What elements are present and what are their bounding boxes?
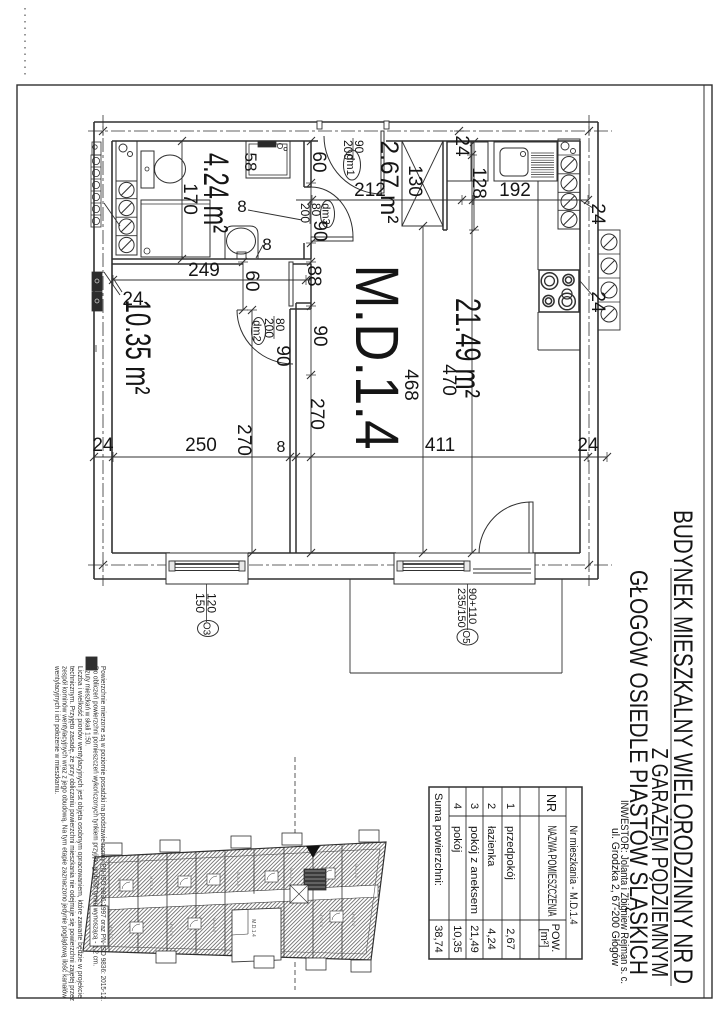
svg-text:2: 2 [485,803,497,809]
svg-text:dm1: dm1 [344,154,356,175]
svg-text:M.D.1.1: M.D.1.1 [354,864,359,879]
svg-text:2.67 m²: 2.67 m² [375,141,403,224]
svg-text:270: 270 [306,398,327,430]
svg-text:Do obliczeń powierzchni pomies: Do obliczeń powierzchni pomieszczeń wyko… [91,666,100,966]
svg-text:M.D.1.5: M.D.1.5 [212,918,217,933]
svg-text:1: 1 [504,803,516,809]
svg-text:411: 411 [425,435,455,456]
svg-text:przedpokój: przedpokój [504,826,516,880]
svg-text:Z GARAŻEM PODZIEMNYM: Z GARAŻEM PODZIEMNYM [647,748,673,977]
svg-text:łazienka: łazienka [485,826,497,867]
svg-text:2,67: 2,67 [504,928,516,949]
svg-text:21,49: 21,49 [468,925,480,953]
svg-text:NAZWA POMIESZCZENIA: NAZWA POMIESZCZENIA [545,826,559,917]
svg-text:GŁOGÓW OSIEDLE PIASTÓW ŚLĄSKIC: GŁOGÓW OSIEDLE PIASTÓW ŚLĄSKICH [624,570,654,975]
svg-text:Liczba i wielkość pionów wenty: Liczba i wielkość pionów wentylacyjnych … [76,666,85,998]
svg-text:M.D.1.4: M.D.1.4 [250,919,256,937]
svg-text:60: 60 [308,151,329,172]
svg-text:pokój: pokój [451,826,463,852]
svg-text:M.D.1.6: M.D.1.6 [169,922,174,937]
svg-text:88: 88 [303,265,324,286]
svg-text:470: 470 [438,364,459,396]
svg-text:8: 8 [277,439,286,456]
svg-text:200: 200 [341,140,355,160]
svg-text:M.D.1.9: M.D.1.9 [236,872,241,887]
svg-text:90+110: 90+110 [466,588,478,624]
svg-text:10.35 m²: 10.35 m² [118,300,157,395]
svg-text:212: 212 [354,180,386,201]
svg-text:250: 250 [185,435,217,456]
svg-text:M.D.1.4: M.D.1.4 [343,265,411,450]
svg-text:8: 8 [237,197,246,216]
svg-text:M.D.1.2: M.D.1.2 [351,912,356,927]
svg-text:Suma powierzchni:: Suma powierzchni: [432,793,444,886]
svg-text:80: 80 [309,203,323,217]
svg-text:M.D.1.3: M.D.1.3 [319,913,324,928]
svg-text:38,74: 38,74 [432,925,444,953]
svg-text:90: 90 [272,345,293,366]
svg-text:4,24: 4,24 [485,928,497,949]
svg-text:24: 24 [451,135,472,157]
svg-text:60: 60 [241,270,262,291]
svg-text:192: 192 [499,180,531,201]
svg-text:10,35: 10,35 [451,925,463,953]
svg-text:M.D.1.7: M.D.1.7 [289,868,294,883]
svg-text:150: 150 [193,593,207,613]
svg-text:[m²]: [m²] [538,929,550,948]
svg-text:dm2: dm2 [251,320,263,341]
svg-text:249: 249 [188,260,220,281]
svg-text:O5: O5 [460,630,471,644]
svg-text:wentylacyjnych i ich położenie: wentylacyjnych i ich położenie w mieszka… [53,665,62,794]
svg-text:120: 120 [205,593,219,613]
svg-text:4: 4 [451,803,463,809]
svg-text:80: 80 [273,318,287,332]
svg-text:58: 58 [241,153,260,172]
svg-text:M.D.1.7: M.D.1.7 [109,925,114,940]
svg-text:235/150: 235/150 [455,588,467,628]
svg-text:M.D.1.6: M.D.1.6 [149,876,154,891]
svg-text:technicznym. Przyjęto zasadę,: technicznym. Przyjęto zasadę, że przy ob… [68,666,77,1001]
svg-text:200: 200 [298,203,312,223]
svg-text:BUDYNEK MIESZKALNY WIELORODZIN: BUDYNEK MIESZKALNY WIELORODZINNY NR D [668,510,698,984]
svg-text:Nr mieszkania - M.D.1.4: Nr mieszkania - M.D.1.4 [567,826,579,925]
svg-text:24: 24 [587,203,608,225]
svg-text:zespół kominów wentylacyjnych: zespół kominów wentylacyjnych wraz z jeg… [61,666,70,999]
svg-text:90: 90 [352,140,366,154]
svg-text:INWESTOR: Jolanta i Zbigniew: INWESTOR: Jolanta i Zbigniew Rejman s. c… [618,800,630,984]
svg-text:pokój z aneksem: pokój z aneksem [468,826,480,914]
svg-text:130: 130 [404,165,425,197]
svg-text:ul. Grodzka 2, 67-200 Głogów: ul. Grodzka 2, 67-200 Głogów [609,828,621,966]
svg-text:128: 128 [468,167,489,199]
svg-text:270: 270 [233,424,254,456]
svg-text:170: 170 [179,183,200,215]
svg-text:POW.: POW. [549,924,561,953]
svg-text:90: 90 [309,220,330,241]
svg-text:8: 8 [262,235,271,254]
svg-text:M.D.1.8: M.D.1.8 [117,878,122,893]
svg-text:24: 24 [122,289,144,310]
svg-text:90: 90 [309,325,330,346]
svg-text:24: 24 [577,435,599,456]
svg-text:dm3: dm3 [320,203,332,224]
svg-text:Rzuty mieszkań w skali 1:50.: Rzuty mieszkań w skali 1:50. [84,666,93,746]
svg-text:3: 3 [468,803,480,809]
svg-text:21.49 m²: 21.49 m² [448,298,487,398]
svg-text:4.24 m²: 4.24 m² [196,153,235,233]
svg-text:468: 468 [400,369,421,401]
svg-text:24: 24 [92,435,114,456]
svg-text:Powierzchnie mierzone są w poz: Powierzchnie mierzone są w poziomie posa… [99,666,108,1001]
svg-text:24: 24 [587,291,608,313]
svg-text:O3: O3 [201,622,212,636]
svg-text:NR: NR [544,794,558,812]
